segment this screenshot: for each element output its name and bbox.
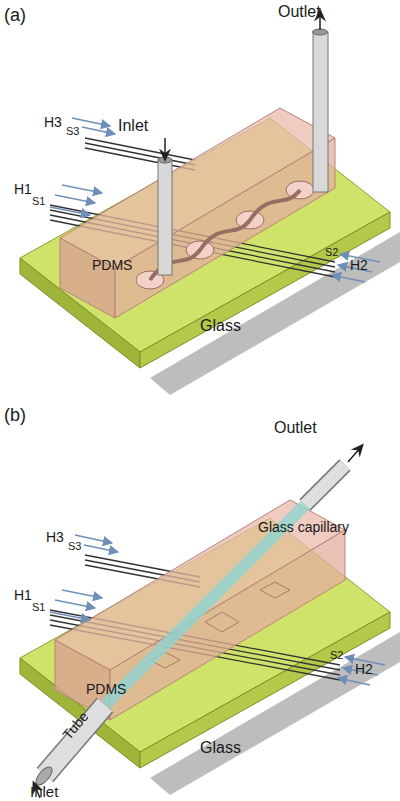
- material-label: PDMS: [86, 682, 126, 696]
- part-label: Glass capillary: [258, 520, 349, 534]
- pdms-top: [60, 108, 335, 268]
- signal-arrow: [50, 535, 385, 685]
- heater-label: H2: [355, 662, 373, 676]
- sensor-label: S2: [325, 247, 338, 258]
- sensor-label: S2: [330, 650, 343, 661]
- material-label: Glass: [200, 318, 241, 334]
- port-label: Inlet: [30, 784, 58, 799]
- sensor-label: S3: [66, 126, 79, 137]
- port-label: Inlet: [118, 118, 148, 134]
- material-label: PDMS: [92, 258, 132, 272]
- pdms-side: [60, 238, 115, 318]
- panel-b: [20, 448, 400, 798]
- sensor-label: S3: [68, 541, 81, 552]
- heater-label: H1: [14, 588, 32, 602]
- sensor-label: S1: [32, 602, 45, 613]
- port-label: Outlet: [278, 4, 321, 20]
- pdms-side: [115, 138, 335, 318]
- outlet-tube: [313, 32, 328, 192]
- inlet-tube: [158, 160, 172, 275]
- pdms-side: [110, 530, 345, 720]
- outlet-tube: [305, 465, 345, 505]
- panel-letter: (a): [4, 6, 26, 24]
- panel-letter: (b): [4, 406, 26, 424]
- heater-label: H3: [46, 530, 64, 544]
- flow-arrow: [164, 138, 166, 156]
- material-label: Glass: [200, 740, 241, 756]
- inlet-tube: [158, 157, 172, 163]
- heater-label: H2: [350, 258, 368, 272]
- outlet-tube: [305, 465, 345, 505]
- heater-label: H1: [14, 182, 32, 196]
- panel-a: [20, 14, 400, 395]
- flow-arrow: [348, 448, 360, 462]
- sensor-label: S1: [32, 196, 45, 207]
- heater-label: H3: [44, 115, 62, 129]
- inlet-tube: [45, 705, 105, 775]
- port-label: Outlet: [274, 420, 317, 436]
- inlet-tube: [45, 705, 105, 775]
- signal-arrow: [50, 118, 380, 282]
